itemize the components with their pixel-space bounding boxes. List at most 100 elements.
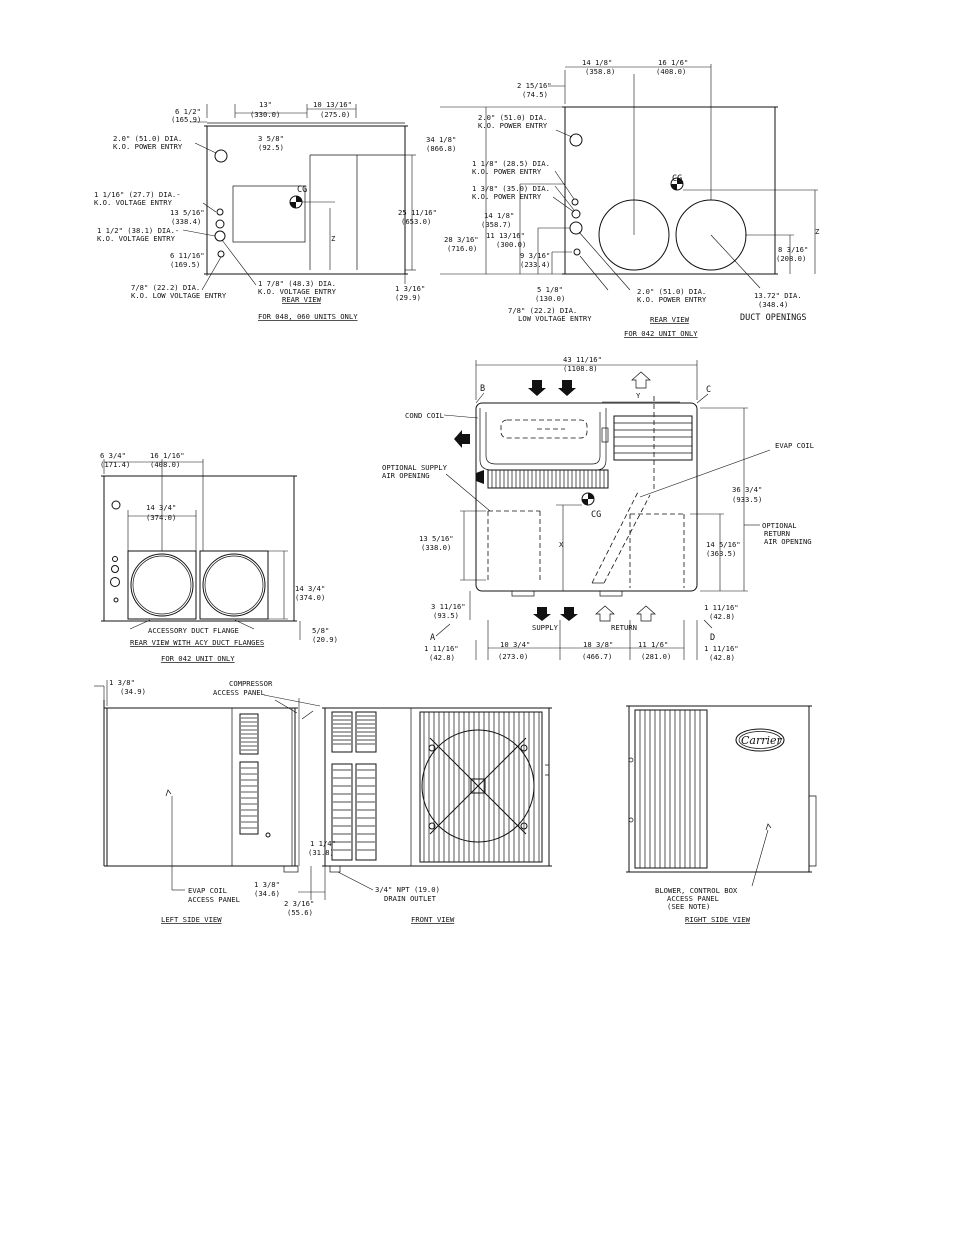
dim-label: 5/8" (312, 626, 329, 635)
duct-label: DUCT OPENINGS (740, 313, 807, 323)
corner-label: B (480, 384, 485, 394)
dim-label-mm: (29.9) (395, 293, 421, 302)
view-caption: REAR VIEW WITH ACY DUCT FLANGES (130, 638, 264, 647)
dim-label: 6 3/4" (100, 451, 126, 460)
dim-label-mm: (92.5) (258, 143, 284, 152)
view-caption: FRONT VIEW (411, 915, 455, 924)
dim-label-mm: (281.0) (641, 652, 671, 661)
dim-label-mm: (866.8) (426, 144, 456, 153)
z-label: Z (815, 227, 820, 236)
view-caption: REAR VIEW (650, 315, 690, 324)
airflow-arrow-icon (560, 607, 578, 621)
right-side-view: Carrier BLOWER, CONTROL BOX ACCESS PANEL… (626, 705, 817, 924)
dim-label-mm: (55.6) (287, 908, 313, 917)
rear-view-duct-flanges: 6 3/4" (171.4) 16 1/16" (408.0) 14 3/4" … (100, 451, 338, 663)
knockout-label: 1 7/8" (48.3) DIA. (258, 279, 336, 288)
dim-label-mm: (653.0) (401, 217, 431, 226)
fan-icon (421, 729, 535, 843)
blower-panel-label: (SEE NOTE) (667, 902, 710, 911)
x-label: X (559, 540, 564, 549)
power-entry-knockout (214, 149, 228, 163)
knockout-label: LOW VOLTAGE ENTRY (518, 314, 592, 323)
dim-label-mm: (273.0) (498, 652, 528, 661)
airflow-arrow-icon (595, 605, 615, 622)
cg-label: CG (297, 185, 307, 195)
dim-label: 1 11/16" (704, 644, 739, 653)
airflow-arrow-icon (454, 430, 470, 448)
dim-label-mm: (374.0) (295, 593, 325, 602)
dim-label-mm: (165.9) (171, 115, 201, 124)
knockout-label: 2.0" (51.0) DIA. (478, 113, 547, 122)
dim-label: 10 13/16" (313, 100, 352, 109)
dim-label: 3 11/16" (431, 602, 466, 611)
evap-panel-label: EVAP COIL (188, 886, 227, 895)
dim-label: 1 11/16" (424, 644, 459, 653)
drain-label: 3/4" NPT (19.0) (375, 885, 440, 894)
knockout-label: K.O. POWER ENTRY (472, 167, 542, 176)
evap-coil-label: EVAP COIL (775, 441, 814, 450)
side-grille (634, 709, 708, 869)
dim-label-mm: (31.8) (308, 848, 334, 857)
dim-label-mm: (275.0) (320, 110, 350, 119)
knockout-label: 2.0" (51.0) DIA. (113, 134, 182, 143)
carrier-logo (735, 728, 785, 752)
view-note: FOR 048, 060 UNITS ONLY (258, 312, 358, 321)
dim-label-mm: (716.0) (447, 244, 477, 253)
supply-label: SUPPLY (532, 623, 559, 632)
dim-label: 1 3/8" (109, 678, 135, 687)
corner-label: D (710, 633, 715, 643)
y-label: Y (636, 391, 641, 400)
left-and-front-view: 1 3/8" (34.9) COMPRESSOR ACCESS PANEL 1 … (94, 678, 552, 924)
knockout-label: K.O. VOLTAGE ENTRY (94, 198, 173, 207)
side-grille-bars (639, 710, 701, 868)
dim-label-mm: (408.0) (150, 460, 180, 469)
dim-label: 11 13/16" (486, 231, 525, 240)
dim-label-mm: (374.0) (146, 513, 176, 522)
duct-label: 13.72" DIA. (754, 291, 802, 300)
cg-label: CG (591, 510, 601, 520)
grille-bars (423, 712, 540, 862)
dim-label: 16 1/6" (658, 58, 688, 67)
dim-label-mm: (358.8) (585, 67, 615, 76)
view-caption: LEFT SIDE VIEW (161, 915, 222, 924)
dim-label: 43 11/16" (563, 355, 602, 364)
dim-label: 1 1/4" (310, 839, 336, 848)
dim-label-mm: (338.4) (171, 217, 201, 226)
corner-label: C (706, 385, 711, 395)
dim-label: 13" (259, 100, 272, 109)
dim-label: 14 1/8" (484, 211, 514, 220)
view-caption: RIGHT SIDE VIEW (685, 915, 751, 924)
flange-label: ACCESSORY DUCT FLANGE (148, 626, 239, 635)
dim-label: 1 3/16" (395, 284, 425, 293)
dim-label: 6 11/16" (170, 251, 205, 260)
rear-view-048-060: 6 1/2" (165.9) 13" (330.0) 10 13/16" (27… (94, 100, 437, 321)
dim-label: 16 1/16" (150, 451, 185, 460)
dim-label-mm: (358.7) (481, 220, 511, 229)
knockout-label: K.O. POWER ENTRY (637, 295, 707, 304)
blower-panel-label: ACCESS PANEL (667, 894, 719, 903)
dim-label: 13 5/16" (419, 534, 454, 543)
duct-flange (127, 550, 197, 620)
dim-label-mm: (208.0) (776, 254, 806, 263)
dim-label: 10 3/4" (500, 640, 530, 649)
dim-label: 6 1/2" (175, 107, 201, 116)
dim-label: 14 3/4" (295, 584, 325, 593)
return-label: RETURN (611, 623, 637, 632)
dim-label-mm: (466.7) (582, 652, 612, 661)
knockout-label: 7/8" (22.2) DIA. (508, 306, 577, 315)
dim-label-mm: (1108.8) (563, 364, 598, 373)
airflow-arrow-icon (528, 380, 546, 396)
dim-label-mm: (93.5) (433, 611, 459, 620)
airflow-arrow-icon (533, 607, 551, 621)
compressor-panel-label: ACCESS PANEL (213, 688, 265, 697)
view-note: FOR 042 UNIT ONLY (624, 329, 698, 338)
knockout-label: K.O. LOW VOLTAGE ENTRY (131, 291, 227, 300)
dim-label-mm: (74.5) (522, 90, 548, 99)
dim-label: 18 3/8" (583, 640, 613, 649)
dim-label: 2 15/16" (517, 81, 552, 90)
dim-label-mm: (42.8) (709, 653, 735, 662)
evap-panel-label: ACCESS PANEL (188, 895, 240, 904)
dim-label: 34 1/8" (426, 135, 456, 144)
top-view: 43 11/16" (1108.8) B C Y COND COIL EVAP … (382, 355, 814, 662)
knockout-label: 1 1/16" (27.7) DIA.- (94, 190, 181, 199)
